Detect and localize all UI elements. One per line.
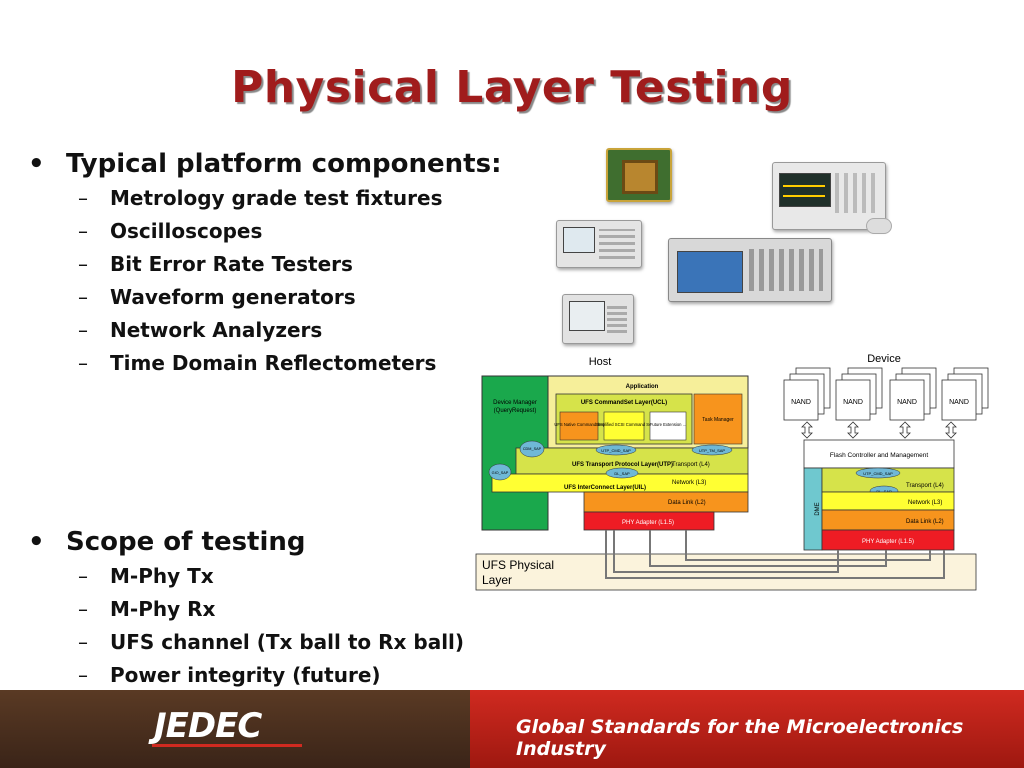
bullet-scope-of-testing: • Scope of testing: [28, 524, 588, 560]
task-manager-label: Task Manager: [702, 417, 734, 423]
sub-bullet: –Waveform generators: [28, 281, 588, 314]
bullet-text: Scope of testing: [66, 527, 306, 557]
cdm-sap: [519, 440, 545, 458]
dash-icon: –: [78, 597, 88, 621]
sub-bullet-text: M-Phy Rx: [110, 597, 216, 621]
device-dl-sap-label: DL_SAP: [876, 489, 892, 494]
logo-underline: [152, 744, 302, 747]
utp-cmd-sap-label: UTP_CMD_SAP: [601, 448, 631, 453]
sub-bullet: –Oscilloscopes: [28, 215, 588, 248]
footer-tagline: Global Standards for the Microelectronic…: [516, 716, 964, 760]
bullet-list: •Typical platform components: –Metrology…: [28, 146, 588, 692]
sub-bullet-text: UFS channel (Tx ball to Rx ball): [110, 630, 465, 654]
future-extension-box: [649, 411, 687, 441]
dash-icon: –: [78, 318, 88, 342]
device-utp-cmd-sap: [855, 467, 901, 479]
sub-bullet: –Metrology grade test fixtures: [28, 182, 588, 215]
phy-adapter-label: PHY Adapter (L1.5): [622, 520, 674, 526]
application-label: Application: [626, 384, 659, 390]
data-link-box: [583, 491, 749, 513]
physical-layer-label-2: Layer: [482, 573, 512, 587]
waveform-generator-image: [668, 238, 832, 302]
scsi-label: Simplified SCSI Command Set: [595, 422, 653, 427]
data-link-label: Data Link (L2): [668, 500, 706, 506]
future-extension-label: Future Extension ...: [650, 422, 686, 427]
cdm-sap-label: CDM_SAP: [523, 447, 542, 451]
mouse-image: [866, 218, 892, 234]
bullet-text: Typical platform components:: [66, 149, 502, 179]
device-manager-label: Device Manager: [493, 400, 537, 406]
sub-bullet: –Network Analyzers: [28, 314, 588, 347]
network-analyzer-image: [562, 294, 634, 344]
sub-bullet-text: Power integrity (future): [110, 663, 381, 687]
device-phy-adapter-label: PHY Adapter (L1.5): [862, 539, 914, 545]
sub-bullet: –Time Domain Reflectometers: [28, 347, 588, 380]
host-label: Host: [589, 356, 612, 368]
sub-bullet-text: Metrology grade test fixtures: [110, 186, 443, 210]
device-label: Device: [867, 353, 901, 365]
bullet-platform-components: • Typical platform components:: [28, 146, 588, 182]
dl-sap: [605, 467, 639, 479]
bullet-dot-icon: •: [28, 149, 45, 179]
sub-bullet: –M-Phy Tx: [28, 560, 588, 593]
device-transport-label: Transport (L4): [906, 483, 944, 489]
query-request-label: (QueryRequest): [494, 408, 537, 414]
sub-bullet-text: Waveform generators: [110, 285, 356, 309]
sub-bullet-text: Bit Error Rate Testers: [110, 252, 353, 276]
nand-stacks: NAND NAND NAND NAND: [783, 367, 989, 421]
sub-bullet-text: Network Analyzers: [110, 318, 323, 342]
ufs-native-label: UFS Native Command Set: [554, 422, 604, 427]
sub-bullet-text: Time Domain Reflectometers: [110, 351, 437, 375]
ufs-native-box: [559, 411, 599, 441]
nand-label: NAND: [843, 399, 863, 406]
slide-title: Physical Layer Testing: [231, 62, 793, 113]
gio-sap-label: GIO_SAP: [492, 471, 509, 475]
flash-controller-label: Flash Controller and Management: [830, 452, 928, 459]
utp-label: UFS Transport Protocol Layer(UTP): [572, 462, 673, 468]
dash-icon: –: [78, 285, 88, 309]
network-label: Network (L3): [672, 480, 706, 486]
device-phy-adapter-box: [821, 529, 955, 551]
sub-bullet-text: Oscilloscopes: [110, 219, 263, 243]
oscilloscope-image: [772, 162, 886, 230]
bert-image: [556, 220, 642, 268]
uil-label: UFS InterConnect Layer(UIL): [564, 485, 646, 491]
bullet-dot-icon: •: [28, 527, 45, 557]
dash-icon: –: [78, 219, 88, 243]
dme-label: DME: [815, 502, 821, 515]
device-network-label: Network (L3): [908, 500, 942, 506]
sub-bullet: –Bit Error Rate Testers: [28, 248, 588, 281]
dash-icon: –: [78, 663, 88, 687]
dash-icon: –: [78, 186, 88, 210]
nand-label: NAND: [949, 399, 969, 406]
sub-bullet: –UFS channel (Tx ball to Rx ball): [28, 626, 588, 659]
nand-label: NAND: [897, 399, 917, 406]
dash-icon: –: [78, 564, 88, 588]
gio-sap: [488, 463, 512, 481]
sub-bullet: –M-Phy Rx: [28, 593, 588, 626]
task-manager-box: [693, 393, 743, 445]
nand-arrows: [801, 421, 957, 439]
device-data-link-label: Data Link (L2): [906, 519, 944, 525]
lane-wires: [605, 530, 945, 579]
nand-label: NAND: [791, 399, 811, 406]
dash-icon: –: [78, 630, 88, 654]
utp-tm-sap: [691, 444, 733, 456]
ucl-label: UFS CommandSet Layer(UCL): [581, 400, 667, 406]
utp-cmd-sap: [595, 444, 637, 456]
dash-icon: –: [78, 252, 88, 276]
sub-bullet-text: M-Phy Tx: [110, 564, 214, 588]
jedec-logo: JEDEC: [154, 706, 262, 746]
dash-icon: –: [78, 351, 88, 375]
footer-red-band: [470, 690, 1024, 768]
transport-label: Transport (L4): [672, 462, 710, 468]
dl-sap-label: DL_SAP: [614, 471, 630, 476]
utp-tm-sap-label: UTP_TM_SAP: [699, 448, 726, 453]
physical-layer-label-1: UFS Physical: [482, 558, 554, 572]
sub-bullet: –Power integrity (future): [28, 659, 588, 692]
test-fixture-image: [606, 148, 672, 202]
scsi-box: [603, 411, 645, 441]
device-utp-cmd-sap-label: UTP_CMD_SAP: [863, 471, 893, 476]
